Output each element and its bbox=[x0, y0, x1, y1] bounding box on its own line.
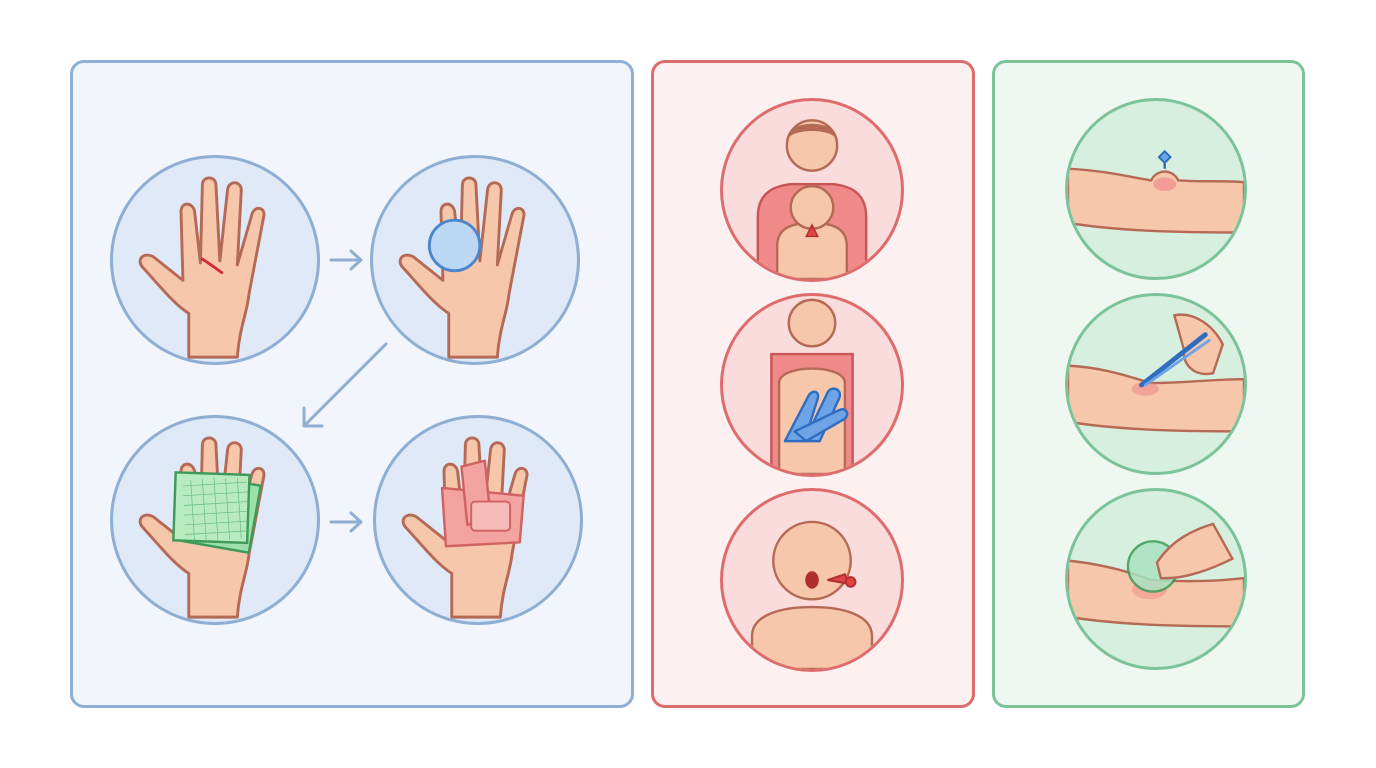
hand-gauze-pad-icon bbox=[138, 436, 266, 619]
arrow-right-icon bbox=[329, 249, 363, 271]
step-press-wound bbox=[370, 155, 580, 365]
step-back-blows bbox=[720, 293, 904, 477]
step-sting-swelling bbox=[1065, 98, 1247, 280]
back-blows-gloved-hands-icon bbox=[770, 298, 854, 474]
step-hand-cut bbox=[110, 155, 320, 365]
step-remove-stinger bbox=[1065, 293, 1247, 475]
child-object-expelled-icon bbox=[750, 520, 874, 669]
step-bandage-wrap bbox=[373, 415, 583, 625]
hand-bandaged-icon bbox=[401, 436, 529, 619]
hand-press-circle-icon bbox=[398, 176, 526, 359]
step-gauze-pad bbox=[110, 415, 320, 625]
tweezers-remove-stinger-icon bbox=[1068, 313, 1244, 433]
adult-behind-child-icon bbox=[756, 119, 868, 279]
hand-with-cut-icon bbox=[138, 176, 266, 359]
step-adult-behind-child bbox=[720, 98, 904, 282]
cold-compress-arm-icon bbox=[1068, 522, 1244, 628]
arrow-right-icon bbox=[329, 511, 363, 533]
arrow-down-left-icon bbox=[302, 342, 388, 428]
step-object-expelled bbox=[720, 488, 904, 672]
step-cold-compress bbox=[1065, 488, 1247, 670]
arm-sting-swelling-icon bbox=[1068, 149, 1244, 234]
